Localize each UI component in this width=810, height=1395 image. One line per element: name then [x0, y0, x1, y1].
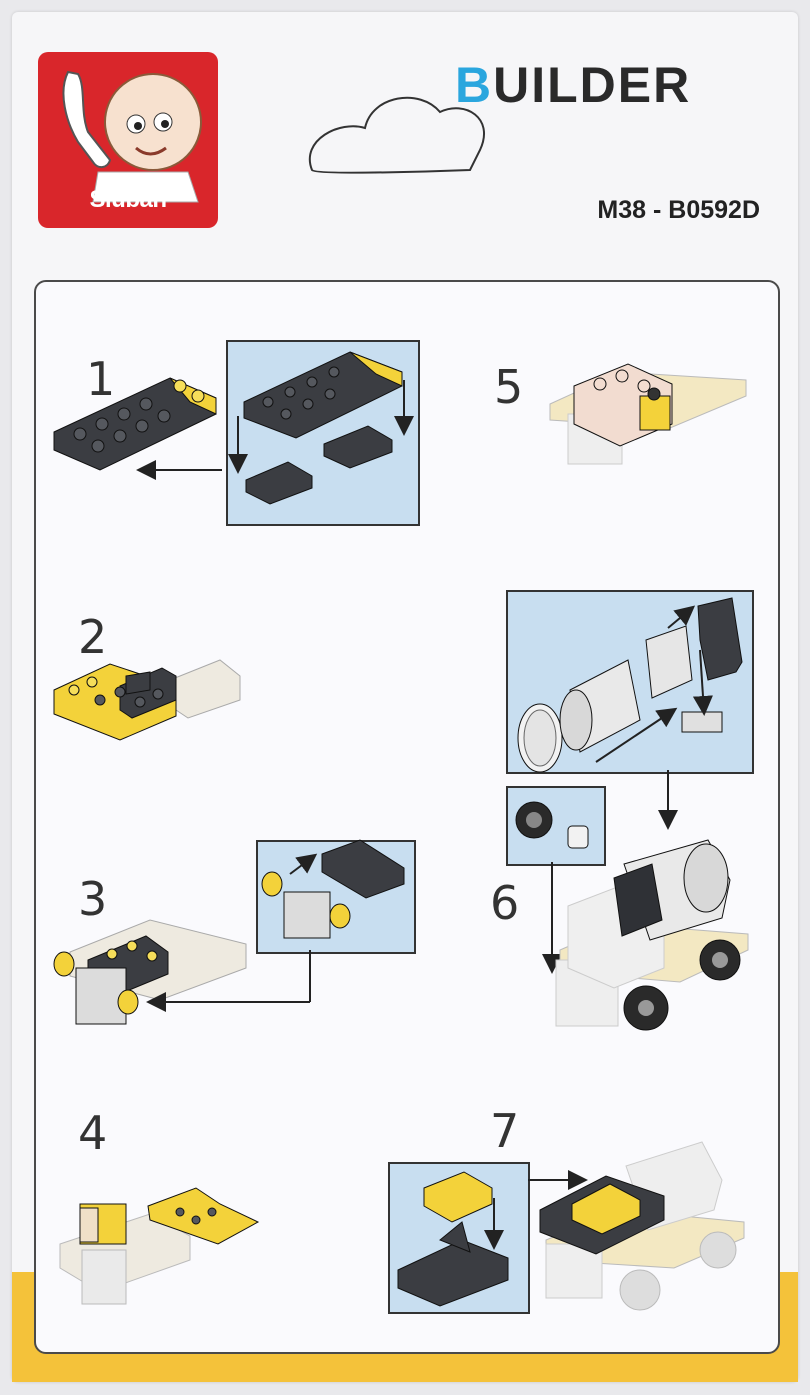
step1-inset-plate: [243, 351, 403, 505]
step-number: 1: [86, 352, 116, 406]
step3-assembly: [53, 919, 247, 1025]
step-number: 2: [78, 610, 108, 664]
model-code: M38 - B0592D: [597, 196, 760, 224]
sluban-logo: Sluban: [38, 52, 218, 228]
step2-assembly: [53, 659, 241, 741]
step6-inset-parts: [517, 597, 743, 773]
step7-inset-parts: [397, 1171, 509, 1307]
brand-title: BUILDER: [455, 56, 691, 114]
brand-title-rest: UILDER: [493, 57, 692, 113]
step6-assembly: [555, 839, 749, 1031]
step-number: 6: [490, 876, 520, 930]
step5-assembly: [549, 363, 747, 465]
brand-title-initial: B: [455, 57, 494, 113]
step-number: 7: [490, 1104, 520, 1158]
step-number: 5: [494, 360, 524, 414]
step-number: 4: [78, 1106, 108, 1160]
mascot-icon: [62, 70, 202, 203]
step6-small-parts: [515, 801, 589, 849]
step3-inset-parts: [261, 839, 405, 939]
logo-text: Sluban: [89, 186, 167, 213]
step4-assembly: [59, 1187, 260, 1305]
step1-plate: [53, 377, 217, 471]
step-number: 3: [78, 872, 108, 926]
step7-assembly: [539, 1141, 745, 1311]
